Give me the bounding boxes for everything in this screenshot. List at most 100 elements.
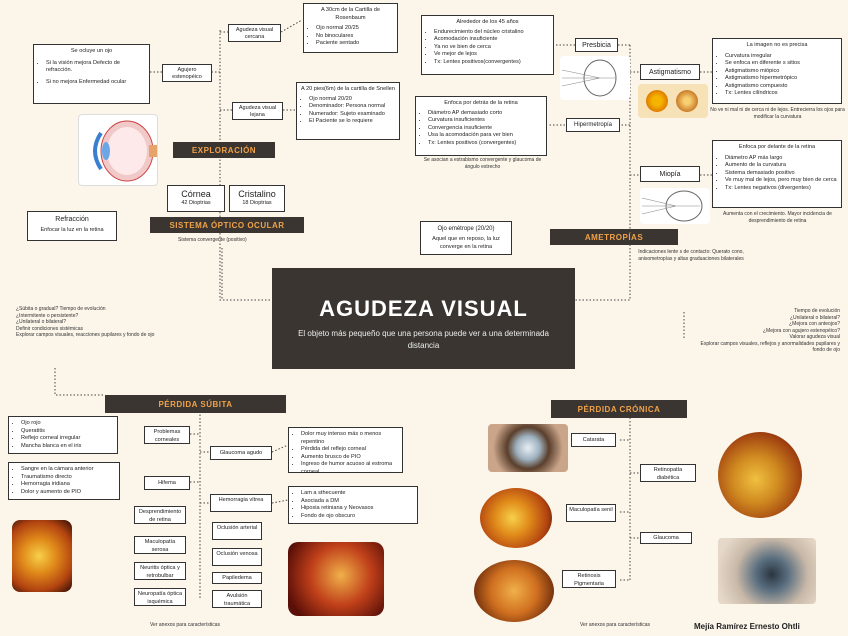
sistema-optico-caption: Sistema convergente (positivo): [178, 237, 247, 243]
central-title: AGUDEZA VISUAL: [319, 296, 528, 321]
glaucoma-item: Aumento brusco de PIO: [301, 454, 398, 462]
subita-question: ¿Intermitente o persistente?: [16, 312, 79, 319]
glaucoma-item: Dolor muy intenso más o menos repentino: [301, 431, 398, 446]
cerca-item: No binoculares: [316, 33, 393, 41]
fundus-image-hemorragia: [288, 542, 384, 616]
problemas-item: Ojo rojo: [21, 420, 113, 428]
catarata-node: Catarata: [571, 433, 616, 447]
miopia-item: Aumento de la curvatura: [725, 162, 837, 170]
papiledema-node: Papiledema: [212, 572, 262, 584]
cronica-question: Tiempo de evolución: [794, 308, 840, 314]
presbicia-detail-box: Alrededor de los 45 años Endurecimiento …: [421, 15, 554, 75]
hipermetropia-item: Curvatura insuficientes: [428, 117, 542, 125]
presbicia-item: Acomodación insuficiente: [434, 36, 549, 44]
problemas-detail-box: Ojo rojo Queratitis Reflejo corneal irre…: [8, 416, 118, 454]
subita-question: Definir condiciones sistémicas: [16, 325, 83, 332]
cronica-question: Explorar campos visuales, reflejos y ano…: [700, 340, 840, 354]
glaucoma-item: Ingreso de humor acuoso al estroma corne…: [301, 461, 398, 476]
miopia-note: Aumenta con el crecimiento. Mayor incide…: [723, 211, 832, 224]
agudeza-cercana-node: Agudeza visual cercana: [228, 24, 281, 42]
cornea-title: Córnea: [181, 189, 211, 199]
miopia-diagram-image: [640, 188, 710, 224]
central-node: AGUDEZA VISUAL El objeto más pequeño que…: [272, 268, 575, 369]
agudeza-lejana-node: Agudeza visual lejana: [232, 102, 283, 120]
fundus-image-subita-left: [12, 520, 72, 592]
presbicia-item: Ve mejor de lejos: [434, 51, 549, 59]
lejos-item: Denominador: Persona normal: [309, 103, 395, 111]
emetrope-text: Aquel que en reposo, la luz converge en …: [432, 236, 500, 250]
lejos-detail-title: A 20 pies(6m) de la cartilla de Snellen: [301, 86, 395, 92]
miopia-detail-box: Enfoca por delante de la retina Diámetro…: [712, 140, 842, 208]
retinosis-pigmentaria-node: Retinosis Pigmentaria: [562, 570, 616, 588]
hifema-item: Hemorragia iridiana: [21, 481, 115, 489]
hemorragia-vitrea-node: Hemorragia vítrea: [210, 494, 272, 512]
ametropias-caption: Indicaciones lente s de contacto: Querat…: [638, 249, 744, 262]
miopia-detail-title: Enfoca por delante de la retina: [738, 144, 816, 150]
hifema-item: Dolor y aumento de PIO: [21, 489, 115, 497]
presbicia-item: Tx: Lentes positivos(convergentes): [434, 59, 549, 67]
catarata-eye-image: [488, 424, 568, 472]
eye-anatomy-image: [78, 114, 158, 186]
maculopatia-senil-node: Maculopatía senil: [566, 504, 616, 522]
neuropatia-optica-node: Neuropatía óptica isquémica: [134, 588, 186, 606]
hipermetropia-detail-box: Enfoca por detrás de la retina Diámetro …: [415, 96, 547, 156]
astigmatismo-item: Astigmatismo miópico: [725, 68, 837, 76]
glaucoma-detail-box: Dolor muy intenso más o menos repentino …: [288, 427, 403, 476]
glaucoma-item: Pérdida del reflejo corneal: [301, 446, 398, 454]
hipermetropia-item: Usa la acomodación para ver bien: [428, 132, 542, 140]
cerca-detail-box: A 30cm de la Cartilla de Rosenbaum Ojo n…: [303, 3, 398, 53]
hipermetropia-note: Se asocian a estrabismo convergente y gl…: [423, 157, 542, 170]
oclusion-venosa-node: Oclusión venosa: [212, 548, 262, 566]
cronica-question: Valorar agudeza visual: [789, 334, 841, 340]
astigmatismo-detail-box: La imagen no es precisa Curvatura irregu…: [712, 38, 842, 104]
presbicia-diagram-image: [560, 56, 630, 100]
presbicia-detail-title: Alrededor de los 45 años: [456, 19, 519, 25]
avulsion-traumatica-node: Avulsión traumática: [212, 590, 262, 608]
oclusion-arterial-node: Oclusión arterial: [212, 522, 262, 540]
retinosis-fundus-image: [474, 560, 554, 622]
glaucoma-eye-image: [718, 538, 816, 604]
maculopatia-fundus-image: [480, 488, 552, 548]
miopia-item: Tx: Lentes negativos (divergentes): [725, 185, 837, 193]
hemorragia-item: Fondo de ojo obscuro: [301, 513, 413, 521]
desprendimiento-node: Desprendimiento de retina: [134, 506, 186, 524]
astigmatismo-node: Astigmatismo: [640, 64, 700, 80]
subita-question: ¿Súbita o gradual? Tiempo de evolución: [16, 306, 106, 312]
retinopatia-diabetica-node: Retinopatía diabética: [640, 464, 696, 482]
miopia-item: Ve muy mal de lejos, pero muy bien de ce…: [725, 177, 837, 185]
hipermetropia-item: Diámetro AP demasiado corto: [428, 110, 542, 118]
emetrope-box: Ojo emétrope (20/20) Aquel que en reposo…: [420, 221, 512, 255]
subita-footer: Ver anexos para características: [150, 622, 221, 628]
cronica-question: ¿Mejora con anteojos?: [789, 321, 840, 327]
lejos-item: Numerador: Sujeto examinado: [309, 111, 395, 119]
problemas-item: Mancha blanca en el iris: [21, 443, 113, 451]
hifema-item: Traumatismo directo: [21, 474, 115, 482]
retinopatia-fundus-image: [718, 432, 802, 518]
refraccion-title: Refracción: [55, 216, 89, 223]
hifema-item: Sangre en la cámara anterior: [21, 466, 115, 474]
hemorragia-item: Lam a sthecuente: [301, 490, 413, 498]
subita-question: Explorar campos visuales, reacciones pup…: [16, 332, 155, 338]
glaucoma-cronico-node: Glaucoma: [640, 532, 692, 544]
agujero-estenopeico-node: Agujero estenopéico: [162, 64, 212, 82]
cornea-box: Córnea 42 Dioptrias: [167, 185, 225, 212]
emetrope-title: Ojo emétrope (20/20): [437, 226, 495, 232]
author-credit: Mejía Ramírez Ernesto Ohtli: [694, 622, 800, 631]
lejos-item: El Paciente se lo requiere: [309, 118, 395, 126]
astigmatismo-image: [638, 84, 708, 118]
cerca-item: Paciente sentado: [316, 40, 393, 48]
cronica-question: ¿Mejora con agujero estenopéico?: [763, 327, 840, 334]
hipermetropia-item: Convergencia insuficiente: [428, 125, 542, 133]
cerca-item: Ojo normal 20/25: [316, 25, 393, 33]
hipermetropia-node: Hipermetropía: [566, 118, 620, 132]
cristalino-value: 18 Dioptrias: [242, 200, 272, 207]
agujero-item: Si no mejora Enfermedad ocular: [46, 79, 145, 87]
hemorragia-detail-box: Lam a sthecuente Asociada a DM Hipoxia r…: [288, 486, 418, 524]
miopia-node: Miopía: [640, 166, 700, 182]
refraccion-box: Refracción Enfocar la luz en la retina: [27, 211, 117, 241]
maculopatia-serosa-node: Maculopatía serosa: [134, 536, 186, 554]
central-subtitle: El objeto más pequeño que una persona pu…: [298, 329, 549, 350]
cronica-questions: Tiempo de evolución ¿Unilateral o bilate…: [690, 308, 840, 354]
cristalino-box: Cristalino 18 Dioptrias: [229, 185, 285, 212]
